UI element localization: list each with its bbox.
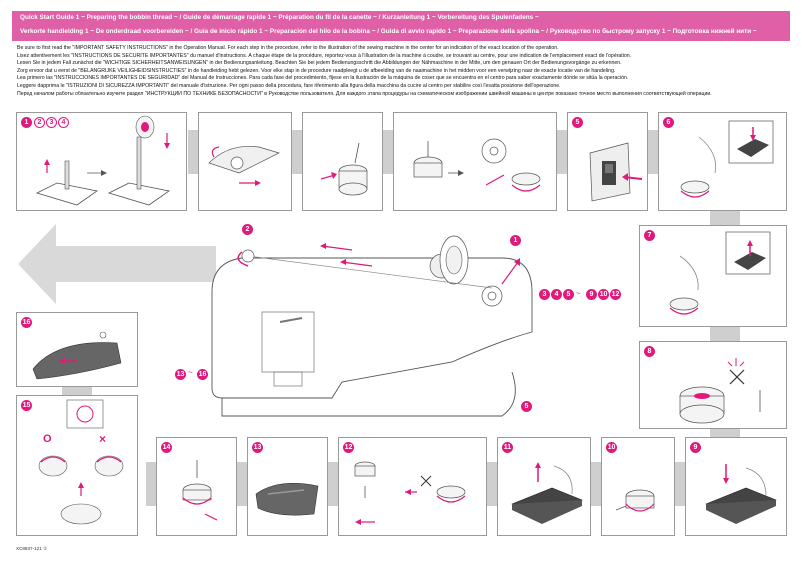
machine-label-5: 5 [521, 401, 532, 412]
ng-mark: × [99, 432, 107, 446]
step-badge-13: 13 [252, 442, 263, 453]
cover-plate-illustration [32, 331, 122, 380]
bobbin-direction-illustration [38, 399, 124, 525]
machine-label-9: 9 [586, 289, 597, 300]
bobbin-cover-illustration [255, 483, 319, 516]
intro-line-ru: Перед началом работы обязательно изучите… [17, 90, 712, 97]
connector [62, 387, 92, 395]
foot-release-illustration [511, 462, 583, 524]
bobbin-remove-illustration [354, 461, 466, 525]
connector [328, 462, 338, 506]
bobbin-insert-illustration [182, 460, 218, 521]
header-banner: Quick Start Guide 1 ~ Preparing the bobb… [12, 11, 790, 41]
connector [557, 130, 567, 174]
step-badge-10: 10 [606, 442, 617, 453]
connector [383, 130, 393, 174]
bobbin-threading-illustration [413, 138, 541, 192]
step-badge-5: 5 [572, 117, 583, 128]
sewing-machine-illustration [211, 235, 533, 417]
machine-label-12: 12 [610, 289, 621, 300]
connector [648, 130, 658, 174]
left-arrow-icon [18, 224, 216, 304]
step-panel-1-4: 1 2 3 4 [16, 112, 187, 211]
foot-controller-illustration [680, 120, 774, 198]
step-panel-16: 16 [16, 312, 138, 387]
step-panel-bobbin [302, 112, 383, 211]
step-panel-8: 8 [639, 341, 787, 429]
connector [237, 462, 247, 506]
step-badge-16: 16 [21, 317, 32, 328]
machine-label-1: 1 [510, 235, 521, 246]
step-panel-15: 15 O × [16, 395, 138, 536]
connector [188, 130, 198, 174]
intro-line-de: Lesen Sie in jedem Fall zunächst die "WI… [17, 60, 622, 67]
intro-text: Be sure to first read the "IMPORTANT SAF… [17, 45, 789, 98]
range-tilde-2: ~ [188, 368, 193, 377]
connector [591, 462, 601, 506]
footer-code: XC8837-121 ① [16, 546, 48, 551]
thread-cut-illustration [679, 358, 761, 424]
step-panel-winding [393, 112, 557, 211]
bobbin-winding-illustration [615, 489, 655, 512]
step-badge-9: 9 [690, 442, 701, 453]
machine-label-2: 2 [242, 224, 253, 235]
step-panel-13: 13 [247, 437, 328, 536]
step-panel-2a [198, 112, 292, 211]
machine-label-16: 16 [197, 369, 208, 380]
machine-label-10: 10 [598, 289, 609, 300]
step-badge-1: 1 [21, 117, 32, 128]
step-panel-6: 6 [658, 112, 787, 211]
connector [292, 130, 302, 174]
header-line-2: Verkorte handleiding 1 ~ De onderdraad v… [20, 28, 757, 35]
step-panel-11: 11 [497, 437, 591, 536]
header-line-1: Quick Start Guide 1 ~ Preparing the bobb… [20, 14, 539, 21]
connector [710, 211, 740, 225]
step-badge-14: 14 [161, 442, 172, 453]
step-badge-7: 7 [644, 230, 655, 241]
machine-label-4: 4 [551, 289, 562, 300]
bobbin-illustration [320, 142, 368, 196]
intro-line-es: Lea primero las "INSTRUCCIONES IMPORTANT… [17, 75, 629, 82]
intro-line-en: Be sure to first read the "IMPORTANT SAF… [17, 45, 559, 51]
step-panel-10: 10 [601, 437, 675, 536]
step-panel-7: 7 [639, 225, 787, 327]
connector [710, 429, 740, 437]
foot-pedal-release-illustration [669, 231, 771, 315]
intro-line-it: Leggere dapprima le "ISTRUZIONI DI SICUR… [17, 82, 561, 89]
step-badge-3: 3 [46, 117, 57, 128]
foot-controller-press-illustration [705, 464, 777, 524]
machine-label-13: 13 [175, 369, 186, 380]
step-badge-6: 6 [663, 117, 674, 128]
machine-label-5b: 5 [563, 289, 574, 300]
step-badge-4: 4 [58, 117, 69, 128]
machine-label-3: 3 [539, 289, 550, 300]
step-panel-5: 5 [567, 112, 648, 211]
step-badge-15: 15 [21, 400, 32, 411]
step-panel-9: 9 [685, 437, 787, 536]
range-tilde: ~ [576, 289, 581, 298]
step-panel-12: 12 [338, 437, 487, 536]
step-badge-2: 2 [34, 117, 45, 128]
step-badge-8: 8 [644, 346, 655, 357]
connector [675, 462, 685, 506]
step-badge-11: 11 [502, 442, 513, 453]
connector [710, 327, 740, 341]
intro-line-fr: Lisez attentivement les "INSTRUCTIONS DE… [17, 52, 632, 59]
ok-mark: O [43, 433, 52, 445]
intro-line-nl: Zorg ervoor dat u eerst de "BELANGRIJKE … [17, 67, 616, 74]
connector [487, 462, 497, 506]
spool-pin-illustration [35, 115, 170, 206]
step-panel-14: 14 [156, 437, 237, 536]
step-badge-12: 12 [343, 442, 354, 453]
bobbin-winder-illustration [208, 146, 280, 186]
power-switch-illustration [589, 142, 643, 202]
connector [146, 462, 156, 506]
